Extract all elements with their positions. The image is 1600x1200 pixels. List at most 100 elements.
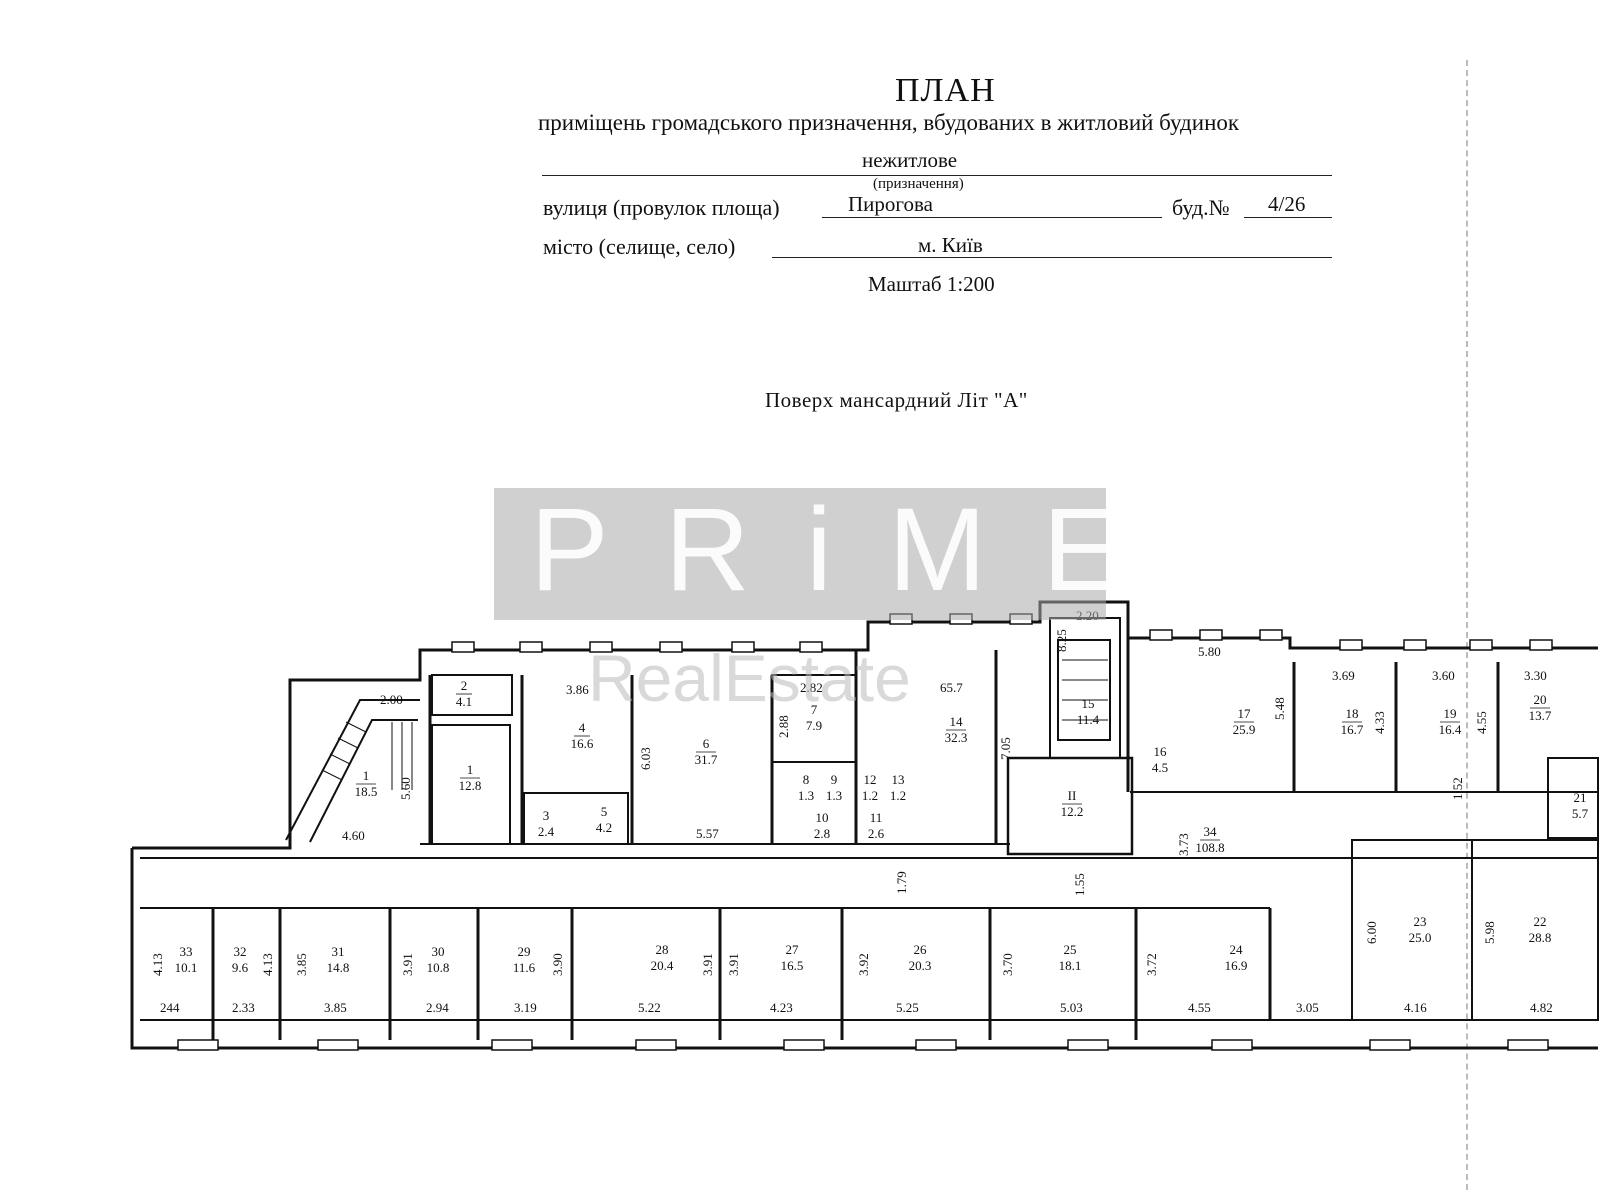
room-21-num: 21: [1574, 790, 1587, 805]
dim-30: 3.92: [856, 953, 871, 976]
city-label: місто (селище, село): [543, 234, 736, 259]
room-II-num: II: [1068, 788, 1077, 803]
dim-22: 1.52: [1450, 777, 1465, 800]
dim-41: 4.23: [770, 1000, 793, 1015]
dim-28: 3.91: [700, 953, 715, 976]
room-13-area: 1.2: [890, 788, 906, 803]
dim-25: 3.85: [294, 953, 309, 976]
dim-40: 5.22: [638, 1000, 661, 1015]
room-2-area: 4.1: [456, 694, 472, 709]
dim-11: 1.55: [1072, 873, 1087, 896]
purpose-value: нежитлове: [862, 148, 958, 172]
room-23-num: 23: [1414, 914, 1427, 929]
dim-3: 3.86: [566, 682, 589, 697]
room-15-area: 11.4: [1077, 712, 1100, 727]
room-6-area: 31.7: [695, 752, 718, 767]
room-12-area: 1.2: [862, 788, 878, 803]
room-34-area: 108.8: [1195, 840, 1224, 855]
dim-37: 3.85: [324, 1000, 347, 1015]
room-3-area: 2.4: [538, 824, 555, 839]
room-19-area: 16.4: [1439, 722, 1462, 737]
room-29-num: 29: [518, 944, 531, 959]
room-10-area: 2.8: [814, 826, 830, 841]
plan-header: ПЛАН приміщень громадського призначення,…: [0, 0, 1600, 330]
room-27-area: 16.5: [781, 958, 804, 973]
dim-36: 2.33: [232, 1000, 255, 1015]
room-20-num: 20: [1534, 692, 1547, 707]
room-19-num: 19: [1444, 706, 1457, 721]
room-1-stair-num: 1: [363, 768, 370, 783]
dim-38: 2.94: [426, 1000, 449, 1015]
dim-4: 6.03: [638, 747, 653, 770]
building-label: буд.№: [1172, 195, 1230, 220]
dim-5: 2.82: [800, 680, 823, 695]
room-9-num: 9: [831, 772, 838, 787]
dim-6: 2.88: [776, 715, 791, 738]
room-23-area: 25.0: [1409, 930, 1432, 945]
dimension-labels: 2.00 5.60 4.60 3.86 6.03 2.82 2.88 65.7 …: [150, 608, 1553, 1015]
room-15-num: 15: [1082, 696, 1095, 711]
building-value: 4/26: [1268, 192, 1306, 216]
room-11-num: 11: [870, 810, 883, 825]
room-26-area: 20.3: [909, 958, 932, 973]
plan-subtitle: приміщень громадського призначення, вбуд…: [538, 110, 1240, 135]
dim-26: 3.91: [400, 953, 415, 976]
dim-43: 5.03: [1060, 1000, 1083, 1015]
room-1-stair-area: 18.5: [355, 784, 378, 799]
sheet-fold-line: [1466, 60, 1468, 1190]
room-2-num: 2: [461, 678, 468, 693]
dim-2: 4.60: [342, 828, 365, 843]
room-33-area: 10.1: [175, 960, 198, 975]
dim-44: 4.55: [1188, 1000, 1211, 1015]
room-16-num: 16: [1154, 744, 1168, 759]
room-21-area: 5.7: [1572, 806, 1589, 821]
room-28-area: 20.4: [651, 958, 674, 973]
room-31-area: 14.8: [327, 960, 350, 975]
dim-46: 4.16: [1404, 1000, 1427, 1015]
dim-20: 4.55: [1474, 711, 1489, 734]
dim-16: 5.48: [1272, 697, 1287, 720]
room-18-area: 16.7: [1341, 722, 1364, 737]
dim-10: 1.79: [894, 871, 909, 894]
street-label: вулиця (провулок площа): [543, 195, 780, 220]
street-line: [822, 217, 1162, 218]
room-24-area: 16.9: [1225, 958, 1248, 973]
dim-7: 65.7: [940, 680, 963, 695]
dim-24: 4.13: [260, 953, 275, 976]
street-value: Пирогова: [848, 192, 933, 216]
room-24-num: 24: [1230, 942, 1244, 957]
room-20-area: 13.7: [1529, 708, 1552, 723]
room-7-area: 7.9: [806, 718, 822, 733]
stair-treads: [321, 659, 1108, 790]
watermark-background: [494, 488, 1106, 620]
room-29-area: 11.6: [513, 960, 536, 975]
room-25-num: 25: [1064, 942, 1077, 957]
room-4-area: 16.6: [571, 736, 594, 751]
room-1-num: 1: [467, 762, 474, 777]
room-5-area: 4.2: [596, 820, 612, 835]
room-8-area: 1.3: [798, 788, 814, 803]
room-33-num: 33: [180, 944, 193, 959]
room-3-num: 3: [543, 808, 550, 823]
room-1-area: 12.8: [459, 778, 482, 793]
room-9-area: 1.3: [826, 788, 842, 803]
room-5-num: 5: [601, 804, 608, 819]
dim-9: 5.57: [696, 826, 719, 841]
dim-15: 5.80: [1198, 644, 1221, 659]
dim-32: 3.72: [1144, 953, 1159, 976]
dim-8: 7.05: [998, 737, 1013, 760]
dim-31: 3.70: [1000, 953, 1015, 976]
floor-label: Поверх мансардний Літ "А": [765, 388, 1028, 412]
room-22-num: 22: [1534, 914, 1547, 929]
room-26-num: 26: [914, 942, 928, 957]
building-line: [1244, 217, 1332, 218]
room-8-num: 8: [803, 772, 810, 787]
room-4-num: 4: [579, 720, 586, 735]
room-6-num: 6: [703, 736, 710, 751]
room-16-area: 4.5: [1152, 760, 1168, 775]
dim-19: 3.60: [1432, 668, 1455, 683]
dim-35: 244: [160, 1000, 180, 1015]
room-31-num: 31: [332, 944, 345, 959]
dim-27: 3.90: [550, 953, 565, 976]
